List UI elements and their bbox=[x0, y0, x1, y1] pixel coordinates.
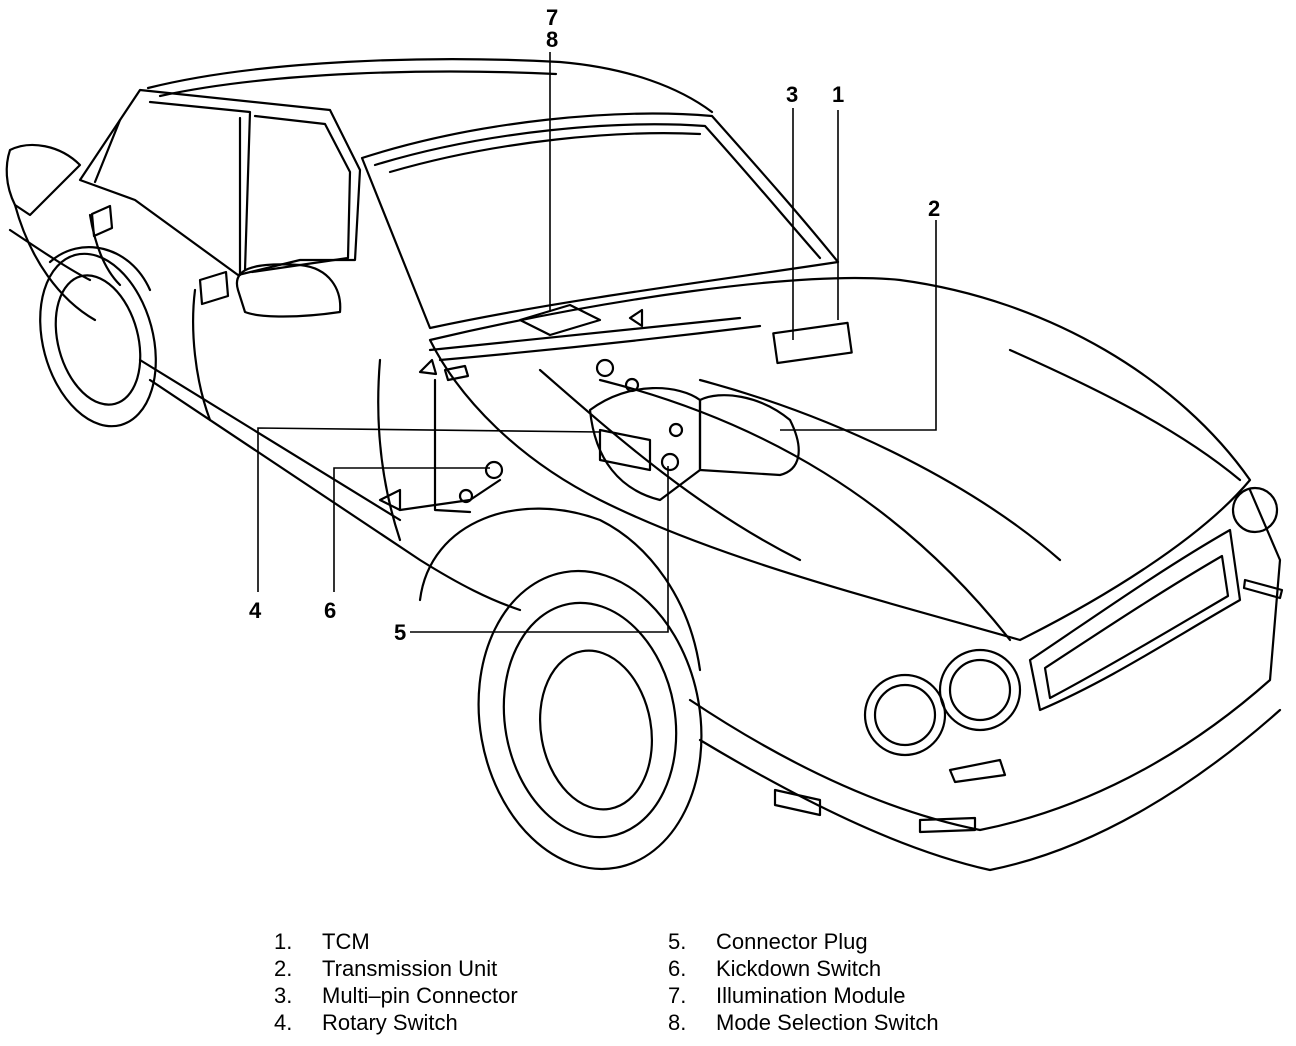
transmission-unit bbox=[698, 394, 800, 477]
legend-number: 3. bbox=[274, 983, 293, 1008]
callout-2: 2 bbox=[928, 196, 940, 221]
legend-number: 5. bbox=[668, 929, 687, 954]
rear-body bbox=[5, 143, 82, 217]
tcm-box bbox=[772, 321, 853, 365]
leader-2 bbox=[780, 220, 937, 431]
legend-label: Illumination Module bbox=[716, 983, 906, 1008]
window-pillar-c bbox=[93, 118, 122, 184]
callout-5: 5 bbox=[394, 620, 406, 645]
callout-4: 4 bbox=[249, 598, 262, 623]
legend-item: 7. Illumination Module bbox=[668, 982, 939, 1009]
front-wheel bbox=[477, 569, 703, 871]
legend-label: Mode Selection Switch bbox=[716, 1010, 939, 1035]
mode-switch-assembly bbox=[518, 303, 602, 337]
legend-item: 4. Rotary Switch bbox=[274, 1009, 518, 1036]
rear-wheel bbox=[39, 252, 157, 428]
callout-8: 8 bbox=[546, 27, 558, 52]
car-line-drawing: 7 8 3 1 2 4 6 5 bbox=[5, 5, 1284, 872]
legend-number: 8. bbox=[668, 1010, 687, 1035]
legend-number: 1. bbox=[274, 929, 293, 954]
legend-item: 5. Connector Plug bbox=[668, 928, 939, 955]
legend-label: Multi–pin Connector bbox=[322, 983, 518, 1008]
callout-6: 6 bbox=[324, 598, 336, 623]
side-windows bbox=[78, 88, 362, 277]
legend-item: 1. TCM bbox=[274, 928, 518, 955]
legend-label: TCM bbox=[322, 929, 370, 954]
callout-7: 7 bbox=[546, 5, 558, 30]
headlamp-inner bbox=[938, 648, 1022, 732]
callout-1: 1 bbox=[832, 82, 844, 107]
legend-item: 8. Mode Selection Switch bbox=[668, 1009, 939, 1036]
legend-right-column: 5. Connector Plug 6. Kickdown Switch 7. Ill… bbox=[668, 928, 939, 1036]
windscreen bbox=[360, 112, 840, 330]
leader-5 bbox=[410, 466, 669, 633]
legend-item: 6. Kickdown Switch bbox=[668, 955, 939, 982]
legend-label: Connector Plug bbox=[716, 929, 868, 954]
roof-outline bbox=[146, 58, 714, 114]
door-line bbox=[192, 288, 212, 422]
body-sill bbox=[148, 378, 522, 612]
legend-label: Transmission Unit bbox=[322, 956, 498, 981]
legend-number: 7. bbox=[668, 983, 687, 1008]
legend-number: 6. bbox=[668, 956, 687, 981]
side-mirror bbox=[235, 263, 342, 318]
legend-label: Kickdown Switch bbox=[716, 956, 882, 981]
legend-left-column: 1. TCM 2. Transmission Unit 3. Multi–pin Co… bbox=[274, 928, 518, 1036]
legend-number: 2. bbox=[274, 956, 293, 981]
bonnet bbox=[428, 276, 1252, 642]
grille bbox=[1028, 528, 1242, 712]
legend-item: 3. Multi–pin Connector bbox=[274, 982, 518, 1009]
legend-item: 2. Transmission Unit bbox=[274, 955, 518, 982]
leader-6 bbox=[333, 467, 490, 592]
front-wheel-arch bbox=[418, 507, 702, 672]
leader-4 bbox=[257, 427, 601, 592]
legend-label: Rotary Switch bbox=[322, 1010, 458, 1035]
roof-inner bbox=[158, 70, 558, 98]
front-end bbox=[688, 488, 1282, 832]
headlamp-outer bbox=[863, 673, 947, 757]
callout-3: 3 bbox=[786, 82, 798, 107]
headlamp-right bbox=[1231, 486, 1279, 534]
legend-number: 4. bbox=[274, 1010, 293, 1035]
